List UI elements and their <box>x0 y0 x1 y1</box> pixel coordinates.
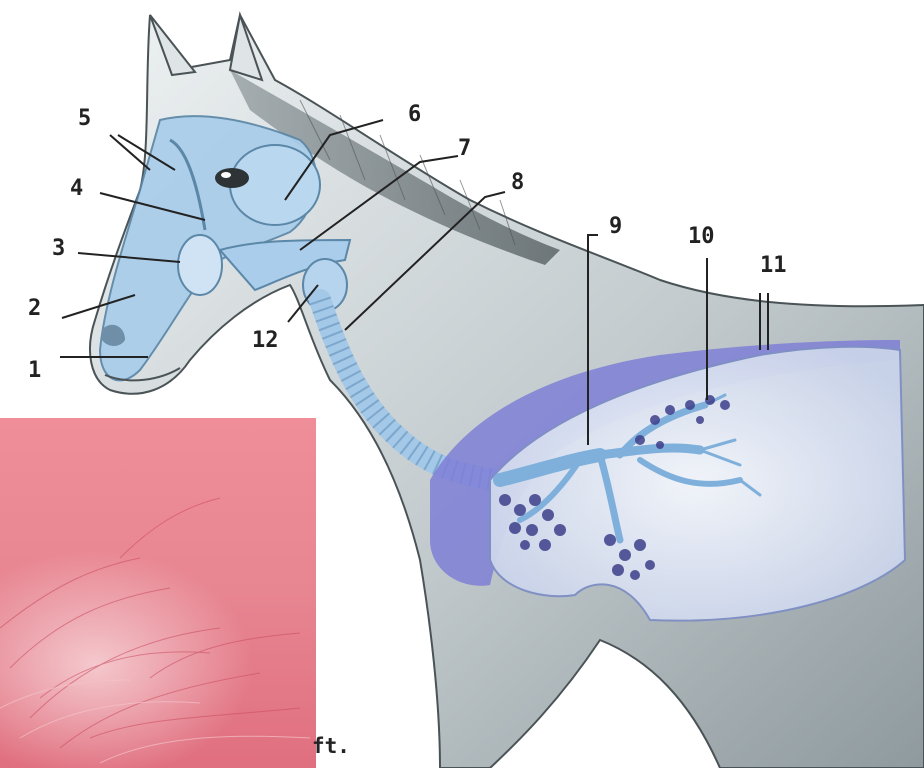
label-9: 9 <box>609 216 622 238</box>
inset-photo <box>0 418 316 768</box>
label-2: 2 <box>28 298 41 320</box>
label-7: 7 <box>458 138 471 160</box>
horse-eye <box>215 168 249 188</box>
label-8: 8 <box>511 172 524 194</box>
label-3: 3 <box>52 238 65 260</box>
label-6: 6 <box>408 104 421 126</box>
label-12: 12 <box>252 330 279 352</box>
label-10: 10 <box>688 226 715 248</box>
horse-eye-glint <box>221 172 231 178</box>
maxillary-sinus <box>178 235 222 295</box>
label-1: 1 <box>28 360 41 382</box>
caption-fragment: ft. <box>312 734 350 758</box>
label-11: 11 <box>760 255 787 277</box>
inset-photo-art <box>0 418 316 768</box>
label-5: 5 <box>78 108 91 130</box>
label-4: 4 <box>70 178 83 200</box>
